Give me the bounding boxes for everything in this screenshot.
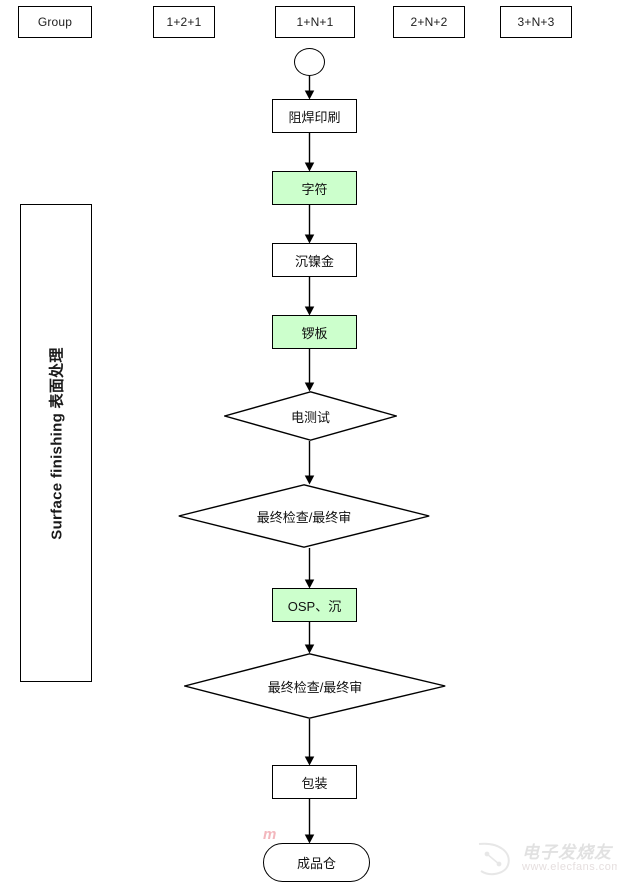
node-label: 最终检查/最终审	[267, 679, 363, 695]
node-label: 成品仓	[296, 856, 336, 871]
node-solder-mask-print: 阻焊印刷	[272, 99, 357, 133]
header-box-label: 3+N+3	[517, 15, 555, 29]
node-label: OSP、沉	[287, 598, 342, 614]
node-packaging: 包装	[272, 765, 357, 799]
node-enig: 沉镍金	[272, 243, 357, 277]
diamond-shape	[184, 653, 446, 719]
node-final-inspection-2: 最终检查/最终审	[184, 653, 446, 719]
node-legend: 字符	[272, 171, 357, 205]
node-label: 最终检查/最终审	[256, 509, 352, 525]
elecfans-logo-icon	[478, 842, 510, 876]
node-start	[294, 48, 325, 76]
header-box-3-n-3: 3+N+3	[500, 6, 572, 38]
node-final-inspection-1: 最终检查/最终审	[178, 484, 430, 548]
header-box-1-n-1: 1+N+1	[275, 6, 355, 38]
header-box-label: 1+2+1	[166, 15, 202, 29]
node-finished-goods-warehouse: 成品仓	[263, 843, 370, 882]
node-electrical-test: 电测试	[224, 391, 397, 441]
corner-watermark: 电子发烧友 www.elecfans.com	[474, 838, 617, 880]
diamond-shape	[224, 391, 397, 441]
node-label: 阻焊印刷	[288, 109, 341, 125]
side-band-label: Surface finishing 表面处理	[48, 346, 66, 540]
node-routing: 锣板	[272, 315, 357, 349]
node-label: 锣板	[301, 325, 328, 341]
side-band-surface-finishing: Surface finishing 表面处理	[20, 204, 92, 682]
node-label: 电测试	[290, 409, 330, 425]
diamond-shape	[178, 484, 430, 548]
header-box-group: Group	[18, 6, 92, 38]
node-label: 包装	[301, 775, 328, 791]
header-box-label: 2+N+2	[410, 15, 448, 29]
watermark-brand: 电子发烧友	[522, 843, 612, 863]
header-box-label: 1+N+1	[296, 15, 334, 29]
red-watermark-mark: m	[263, 826, 276, 843]
node-label: 字符	[301, 181, 328, 197]
header-box-label: Group	[37, 15, 73, 29]
header-box-2-n-2: 2+N+2	[393, 6, 465, 38]
header-box-1-2-1: 1+2+1	[153, 6, 215, 38]
node-label: 沉镍金	[294, 253, 334, 269]
red-watermark-text: m	[263, 826, 277, 843]
node-osp: OSP、沉	[272, 588, 357, 622]
watermark-url: www.elecfans.com	[522, 861, 617, 874]
